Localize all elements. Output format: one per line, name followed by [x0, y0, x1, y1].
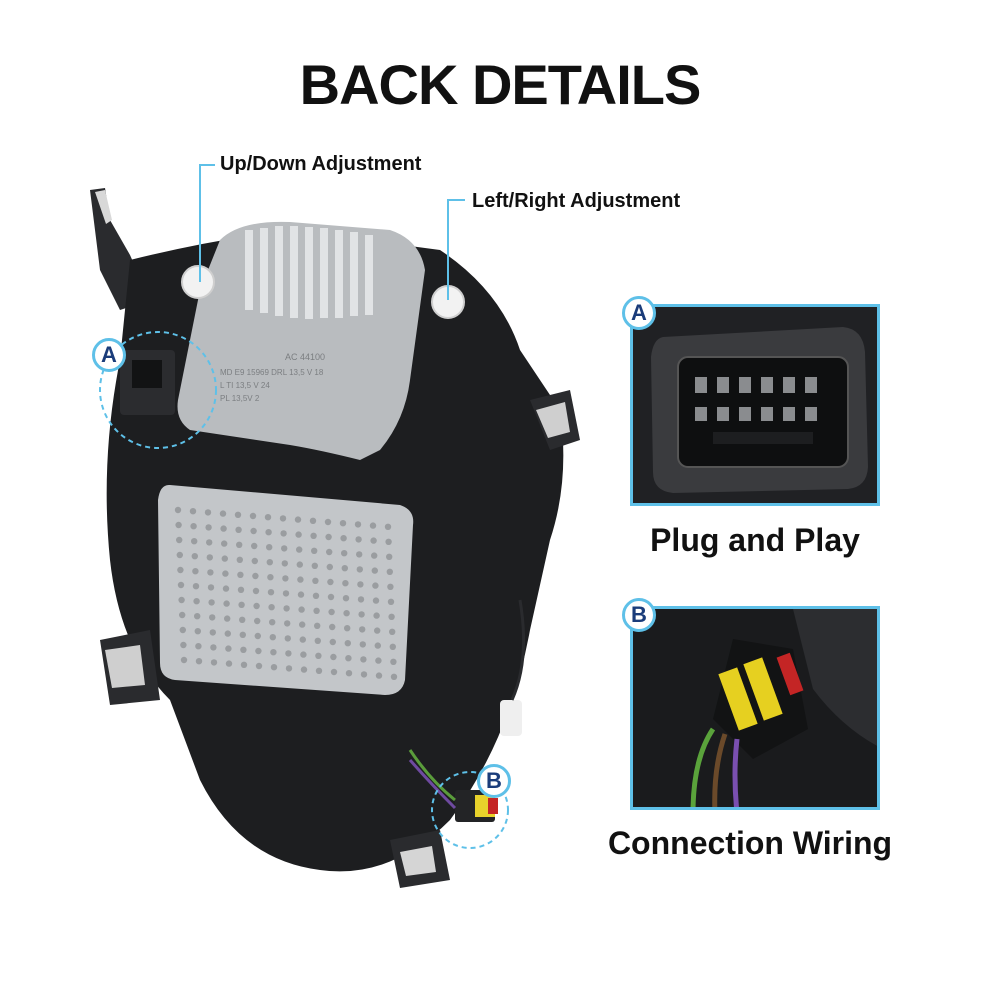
marker-a: A: [92, 338, 126, 372]
module-label-4: PL 13,5V 2: [220, 394, 260, 403]
module-label-1: AC 44100: [285, 352, 325, 362]
headlamp-illustration: AC 44100 MD E9 15969 DRL 13,5 V 18 L TI …: [60, 180, 600, 900]
panel-b-badge: B: [622, 598, 656, 632]
module-label-3: L TI 13,5 V 24: [220, 381, 270, 390]
up-down-adjustment-label: Up/Down Adjustment: [220, 153, 422, 175]
marker-b: B: [477, 764, 511, 798]
page-title: BACK DETAILS: [299, 53, 702, 116]
module-label-2: MD E9 15969 DRL 13,5 V 18: [220, 368, 324, 377]
panel-a-badge: A: [622, 296, 656, 330]
panel-b-photo: [630, 606, 880, 810]
left-right-adjustment-label: Left/Right Adjustment: [472, 190, 681, 212]
connection-wiring-caption: Connection Wiring: [607, 825, 893, 861]
panel-a-photo: [630, 304, 880, 506]
plug-and-play-caption: Plug and Play: [650, 522, 860, 558]
